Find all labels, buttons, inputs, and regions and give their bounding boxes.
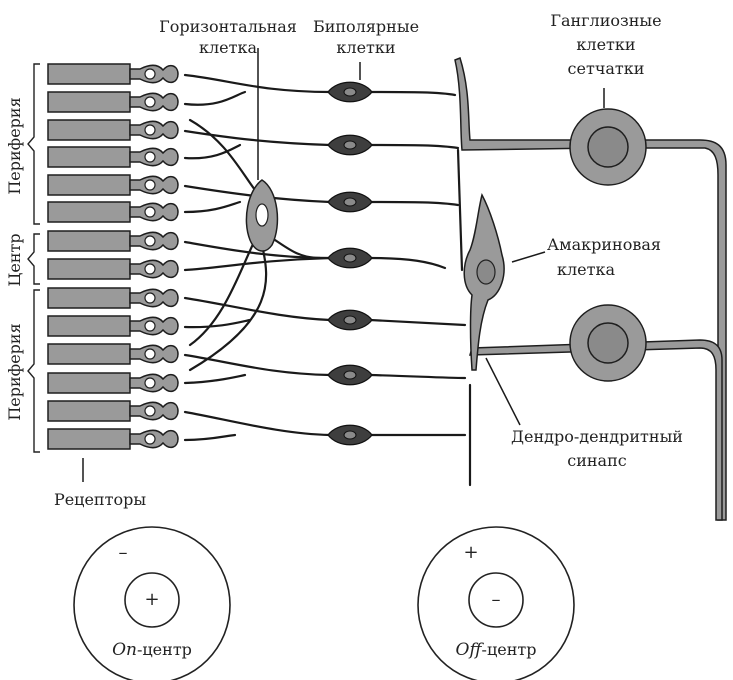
bracket-center bbox=[27, 233, 40, 285]
horizontal-nucleus bbox=[255, 203, 269, 227]
bipolar-cell bbox=[327, 364, 373, 386]
bipolar-cell bbox=[327, 134, 373, 156]
horizontal-dendrite-c bbox=[188, 243, 268, 372]
on-center-sign: + bbox=[144, 589, 159, 610]
amacrine-label-1: Амакриновая bbox=[547, 235, 661, 254]
wire-r1 bbox=[183, 73, 332, 94]
wire-r13 bbox=[183, 410, 332, 437]
off-center-circle bbox=[468, 572, 524, 628]
synapse-pointer bbox=[485, 357, 521, 426]
bipolar-out-5 bbox=[368, 318, 467, 327]
bipolar-out-3 bbox=[368, 200, 460, 207]
bipolar-out-1 bbox=[368, 90, 457, 97]
horizontal-cell-label-1: Горизонтальная bbox=[159, 17, 297, 36]
receptor bbox=[47, 119, 179, 141]
ganglion-label-3: сетчатки bbox=[568, 59, 645, 78]
receptor bbox=[47, 201, 179, 223]
receptor bbox=[47, 343, 179, 365]
off-center-caption: Off-центр bbox=[456, 640, 537, 660]
bipolar-cell bbox=[327, 424, 373, 446]
wire-r8 bbox=[183, 256, 332, 272]
receptor bbox=[47, 287, 179, 309]
wire-r11 bbox=[183, 353, 332, 377]
bipolar-cell bbox=[327, 191, 373, 213]
off-center-sign: – bbox=[492, 589, 501, 610]
amacrine-nucleus bbox=[476, 259, 496, 285]
bracket-periphery-bottom bbox=[27, 289, 40, 453]
on-center-circle bbox=[124, 572, 180, 628]
center-label: Центр bbox=[5, 233, 24, 286]
synapse-label-2: синапс bbox=[567, 451, 626, 470]
ganglion-label-2: клетки bbox=[576, 35, 635, 54]
bipolar-label-1: Биполярные bbox=[313, 17, 419, 36]
amacrine-pointer bbox=[511, 251, 546, 263]
ganglion-cell-1 bbox=[569, 108, 647, 186]
off-surround-circle bbox=[417, 526, 575, 680]
ganglion-cell-2 bbox=[569, 304, 647, 382]
receptor bbox=[47, 400, 179, 422]
horizontal-dendrite-b bbox=[188, 238, 257, 347]
receptor bbox=[47, 230, 179, 252]
wire-r4 bbox=[183, 143, 242, 160]
horizontal-cell-label-2: клетка bbox=[199, 38, 257, 57]
receptor bbox=[47, 63, 179, 85]
wire-r6 bbox=[183, 200, 242, 214]
off-surround-sign: + bbox=[463, 542, 478, 563]
amacrine-label-2: клетка bbox=[557, 260, 615, 279]
wire-r2 bbox=[183, 90, 247, 106]
on-surround-circle bbox=[73, 526, 231, 680]
bipolar-out-6 bbox=[368, 373, 467, 380]
horizontal-dendrite-a bbox=[188, 118, 257, 192]
receptors-label: Рецепторы bbox=[54, 490, 146, 509]
horizontal-axon bbox=[273, 238, 322, 260]
bracket-periphery-top bbox=[27, 63, 40, 225]
bipolar-out-2 bbox=[368, 143, 460, 150]
periphery-label-bottom: Периферия bbox=[5, 323, 24, 420]
region-brackets bbox=[27, 63, 40, 453]
bipolar-cell bbox=[327, 309, 373, 331]
on-center-field: – + On-центр bbox=[73, 526, 231, 680]
receptor bbox=[47, 91, 179, 113]
wire-r10 bbox=[183, 318, 252, 329]
receptor bbox=[47, 146, 179, 168]
bipolar-cell bbox=[327, 247, 373, 269]
periphery-label-top: Периферия bbox=[5, 97, 24, 194]
receptor bbox=[47, 315, 179, 337]
ganglion-label-1: Ганглиозные bbox=[550, 11, 661, 30]
bipolar-out-4 bbox=[368, 256, 447, 270]
receptor bbox=[47, 372, 179, 394]
on-surround-sign: – bbox=[119, 542, 128, 563]
wire-r12 bbox=[183, 373, 247, 385]
off-center-field: + – Off-центр bbox=[417, 526, 575, 680]
bipolar-cells bbox=[327, 81, 373, 446]
bipolar-vertical-1 bbox=[456, 148, 464, 272]
wire-r14 bbox=[183, 433, 237, 442]
wire-r3 bbox=[183, 129, 332, 147]
synapse-label-1: Дендро-дендритный bbox=[511, 427, 683, 446]
receptor bbox=[47, 258, 179, 280]
bipolar-label-2: клетки bbox=[336, 38, 395, 57]
connections bbox=[183, 73, 467, 442]
ganglion-axon-2 bbox=[468, 339, 723, 521]
receptor bbox=[47, 428, 179, 450]
receptor-group bbox=[47, 63, 179, 450]
receptor bbox=[47, 174, 179, 196]
bipolar-cell bbox=[327, 81, 373, 103]
on-center-caption: On-центр bbox=[112, 640, 192, 660]
